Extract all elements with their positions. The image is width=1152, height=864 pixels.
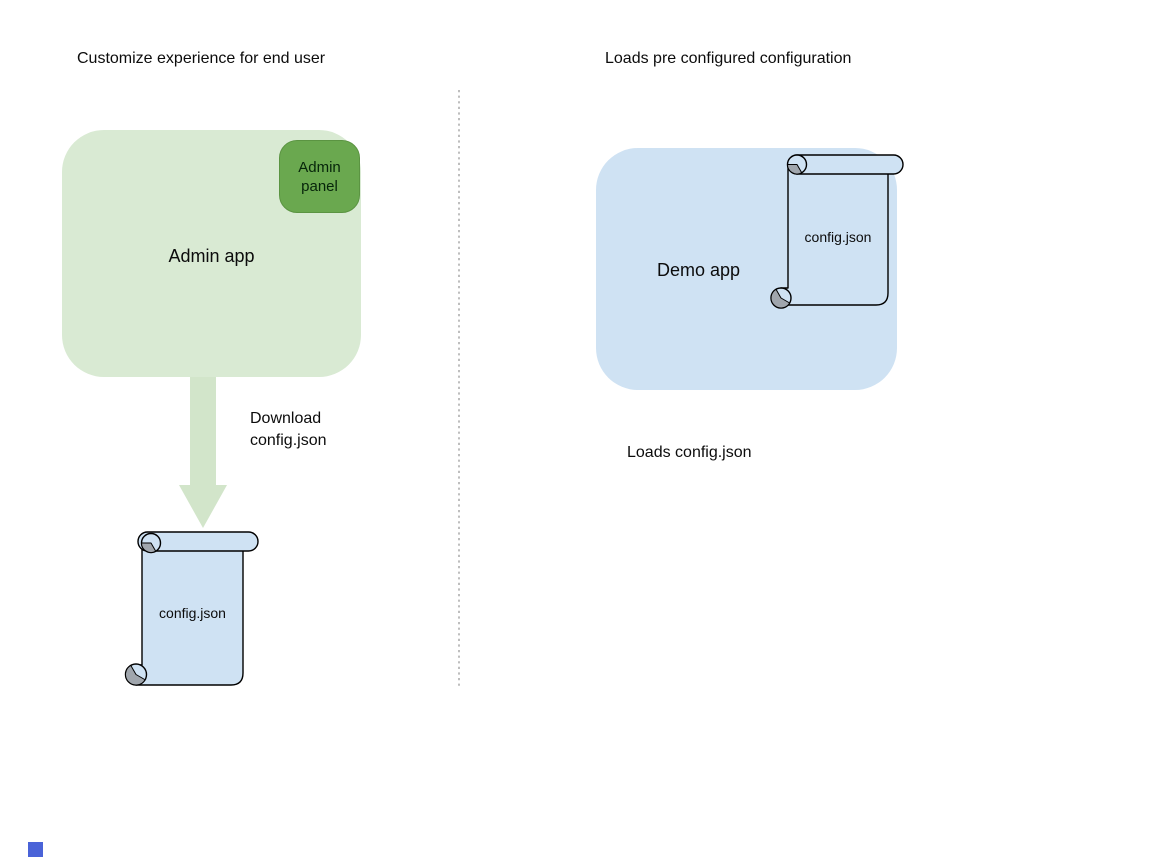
scroll-bottom-curl-shade	[125, 664, 146, 686]
admin-app-box: Admin app Admin panel	[62, 130, 361, 377]
left-section-title: Customize experience for end user	[77, 50, 326, 67]
download-arrow-icon	[179, 377, 227, 528]
config-file-scroll-icon	[770, 154, 904, 309]
config-file-label-left: config.json	[159, 605, 226, 621]
arrow-shape	[179, 377, 227, 528]
blue-marker-square	[28, 842, 43, 857]
admin-panel-label: Admin panel	[298, 158, 341, 195]
right-section-title: Loads pre configured configuration	[605, 50, 852, 67]
demo-app-label: Demo app	[657, 260, 741, 280]
download-caption: Download config.json	[250, 410, 327, 449]
config-file-scroll-icon	[124, 531, 259, 686]
section-divider	[458, 90, 460, 688]
scroll-spiral-shade	[141, 542, 157, 553]
loads-caption: Loads config.json	[627, 444, 752, 461]
scroll-spiral-shade	[787, 164, 803, 175]
scroll-bottom-curl-shade	[770, 288, 791, 309]
scroll-top-roll	[137, 531, 259, 552]
admin-app-label: Admin app	[168, 246, 255, 266]
admin-panel-box: Admin panel	[279, 140, 360, 213]
config-file-label-right: config.json	[804, 229, 872, 245]
